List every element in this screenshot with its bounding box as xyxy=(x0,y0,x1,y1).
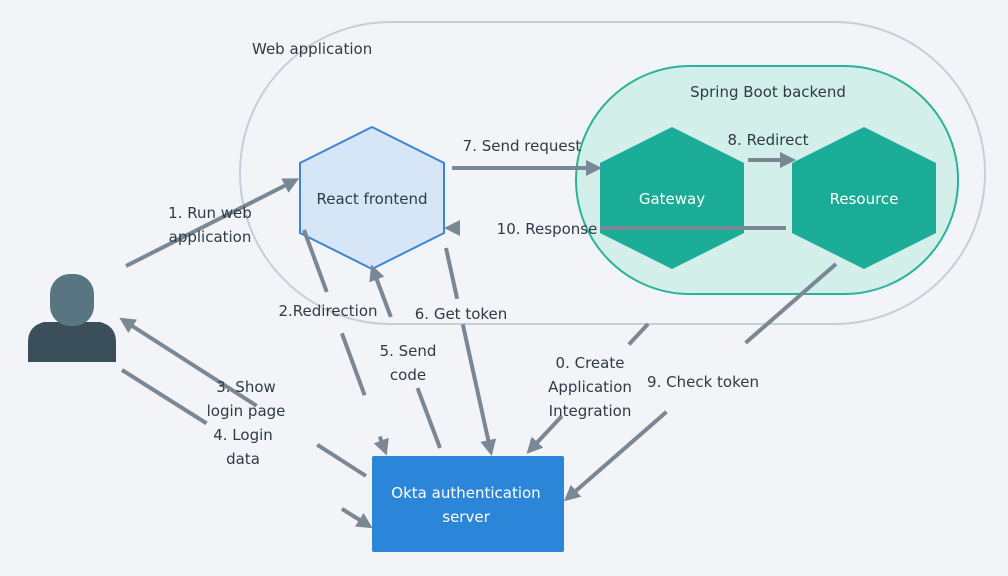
step-9-label: 9. Check token xyxy=(647,373,759,391)
arrow-6-get-token xyxy=(444,247,497,456)
web-application-label: Web application xyxy=(252,40,372,58)
okta-server-node xyxy=(372,456,564,552)
step-3-label-line1: 3. Show xyxy=(216,378,276,396)
gateway-label: Gateway xyxy=(639,190,705,208)
resource-node xyxy=(792,127,936,269)
step-5-label-line2: code xyxy=(390,366,426,384)
arrow-0-create-integration xyxy=(526,322,650,454)
step-0-label-line1: 0. Create xyxy=(556,354,625,372)
web-application-group xyxy=(239,21,986,325)
step-4-label-line2: data xyxy=(226,450,260,468)
step-1-label-line2: application xyxy=(169,228,252,246)
step-0-label-line2: Application xyxy=(548,378,632,396)
arrow-9-check-token xyxy=(563,262,838,502)
arrow-4-login-data xyxy=(120,368,373,529)
step-10-label: 10. Response xyxy=(497,220,598,238)
step-6-label: 6. Get token xyxy=(415,305,508,323)
arrow-5-send-code xyxy=(369,264,442,449)
user-icon xyxy=(28,274,116,362)
okta-server-label-line2: server xyxy=(442,508,490,526)
arrow-3-show-login-page xyxy=(119,317,368,478)
step-3-label-line2: login page xyxy=(207,402,286,420)
react-frontend-label: React frontend xyxy=(316,190,427,208)
step-2-label: 2.Redirection xyxy=(278,302,377,320)
step-5-label-line1: 5. Send xyxy=(380,342,437,360)
resource-label: Resource xyxy=(830,190,899,208)
step-4-label-line1: 4. Login xyxy=(213,426,273,444)
okta-server-label-line1: Okta authentication xyxy=(391,484,540,502)
step-1-label-line1: 1. Run web xyxy=(168,204,252,222)
gateway-node xyxy=(600,127,744,269)
step-0-label-line3: Integration xyxy=(549,402,632,420)
arrow-1-run-web-app xyxy=(125,178,300,268)
step-7-label: 7. Send request xyxy=(463,137,582,155)
step-8-label: 8. Redirect xyxy=(728,131,809,149)
arrow-2-redirection xyxy=(302,229,389,456)
spring-boot-backend-label: Spring Boot backend xyxy=(690,83,846,101)
